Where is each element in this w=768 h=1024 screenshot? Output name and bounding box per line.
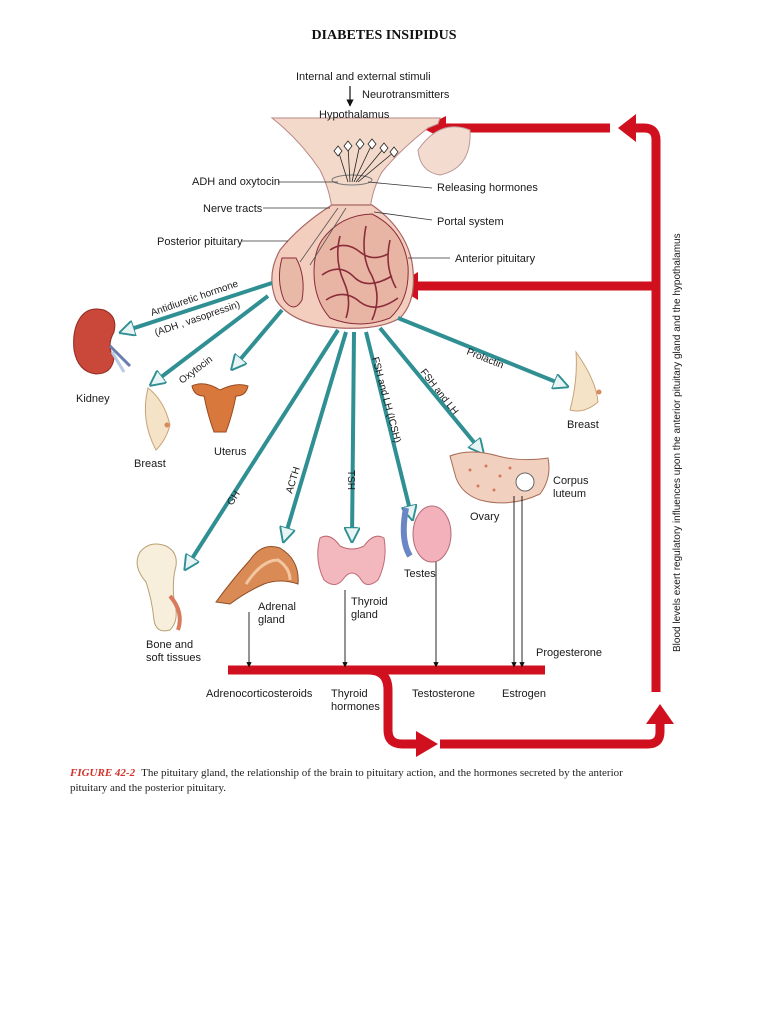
label-bone-2: soft tissues [146,652,202,664]
pituitary-gland [271,204,415,329]
page-title: DIABETES INSIPIDUS [311,28,457,43]
figure-number: FIGURE 42-2 [70,767,136,779]
output-lines [246,496,525,668]
label-corpus-2: luteum [553,488,586,500]
breast-left [144,387,171,451]
label-kidney: Kidney [76,393,110,405]
label-testes: Testes [404,568,436,580]
label-stimuli: Internal and external stimuli [296,71,431,83]
label-bone-1: Bone and [146,639,193,651]
label-neurotransmitters: Neurotransmitters [362,89,450,101]
label-estrogen: Estrogen [502,688,546,700]
label-releasing-hormones: Releasing hormones [437,182,538,194]
label-fsh-lh-icsh: FSH and LH (ICSH) [369,356,402,444]
label-ovary: Ovary [470,511,500,523]
label-corpus-1: Corpus [553,475,589,487]
adrenal-gland [215,546,299,605]
uterus [191,383,249,433]
bone [136,543,182,632]
label-feedback: Blood levels exert regulatory influences… [672,233,683,652]
ovary [449,451,550,504]
label-anterior-pituitary: Anterior pituitary [455,253,536,265]
caption-text: The pituitary gland, the relationship of… [70,767,623,794]
label-adrenal-1: Adrenal [258,601,296,613]
label-thyroid-2: gland [351,609,378,621]
label-thyroid-hormones-1: Thyroid [331,688,368,700]
label-progesterone: Progesterone [536,647,602,659]
kidney [73,308,132,375]
hormone-arrows [122,281,566,568]
label-thyroid-hormones-2: hormones [331,701,380,713]
leader-lines [242,181,450,259]
label-nerve-tracts: Nerve tracts [203,203,263,215]
feedback-loop [228,114,674,757]
label-uterus: Uterus [214,446,247,458]
label-posterior-pituitary: Posterior pituitary [157,236,243,248]
label-breast-right: Breast [567,419,599,431]
label-tsh: TSH [345,470,356,490]
testes [400,505,452,563]
label-adh-oxytocin: ADH and oxytocin [192,176,280,188]
label-hypothalamus: Hypothalamus [319,109,390,121]
label-portal-system: Portal system [437,216,504,228]
label-prolactin: Prolactin [465,347,505,372]
hypothalamus-structure [270,86,471,211]
label-breast-left: Breast [134,458,166,470]
label-thyroid-1: Thyroid [351,596,388,608]
label-fsh-lh: FSH and LH [418,367,461,417]
breast-right [569,350,602,412]
thyroid-gland [317,535,386,585]
label-adrenocorticosteroids: Adrenocorticosteroids [206,688,313,700]
label-adrenal-2: gland [258,614,285,626]
label-testosterone: Testosterone [412,688,475,700]
